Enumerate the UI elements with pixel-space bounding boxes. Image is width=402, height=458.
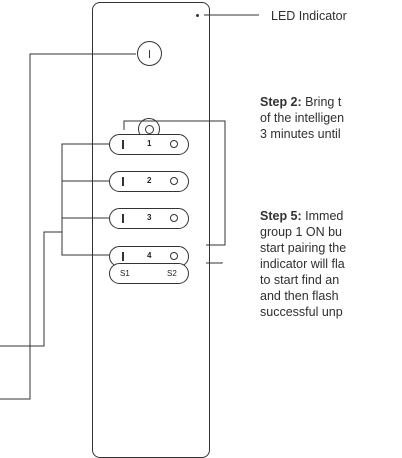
step2-line-2: of the intelligen — [260, 111, 345, 125]
power-icon — [148, 49, 151, 58]
step5-line-1: Step 5: Immed — [260, 208, 346, 224]
on-icon — [122, 252, 124, 261]
step5-text: Step 5: Immed group 1 ON bu start pairin… — [260, 208, 346, 320]
group-2-button[interactable]: 2 — [109, 171, 189, 192]
on-icon — [122, 140, 124, 149]
group-number: 2 — [147, 176, 152, 185]
remote-control-body — [92, 2, 210, 458]
power-callout-line — [0, 53, 136, 400]
step5-line-2: group 1 ON bu — [260, 225, 342, 239]
s1-s2-button[interactable]: S1 S2 — [109, 263, 189, 284]
s1-label: S1 — [120, 269, 130, 278]
s2-label: S2 — [167, 269, 177, 278]
power-button[interactable] — [137, 41, 162, 66]
step5-line-7: successful unp — [260, 305, 343, 319]
off-icon — [170, 140, 178, 148]
step5-callout-line — [206, 262, 223, 264]
group-number: 1 — [147, 139, 152, 148]
off-icon — [170, 177, 178, 185]
on-icon — [122, 214, 124, 223]
led-indicator-dot — [196, 14, 199, 17]
step5-line-1-text: Immed — [305, 209, 344, 223]
step5-line-5: to start find an — [260, 273, 340, 287]
step5-line-6: and then flash — [260, 289, 339, 303]
group-1-button[interactable]: 1 — [109, 134, 189, 155]
step2-line-1: Step 2: Bring t — [260, 94, 344, 110]
groups-callout-line — [0, 231, 62, 347]
circle-icon — [144, 124, 154, 134]
led-indicator-label: LED Indicator — [271, 9, 347, 23]
step2-line-3: 3 minutes until — [260, 127, 341, 141]
group-3-button[interactable]: 3 — [109, 208, 189, 229]
group-number: 3 — [147, 213, 152, 222]
step2-text: Step 2: Bring t of the intelligen 3 minu… — [260, 94, 344, 142]
step5-line-4: indicator will fla — [260, 257, 345, 271]
group-number: 4 — [147, 251, 152, 260]
step2-callout-line — [123, 120, 226, 246]
on-icon — [122, 177, 124, 186]
step2-line-1-text: Bring t — [305, 95, 342, 109]
off-icon — [170, 214, 178, 222]
step5-title: Step 5: — [260, 209, 302, 223]
step5-line-3: start pairing the — [260, 241, 347, 255]
off-icon — [170, 252, 178, 260]
group-bracket-line — [61, 143, 109, 256]
step2-title: Step 2: — [260, 95, 302, 109]
